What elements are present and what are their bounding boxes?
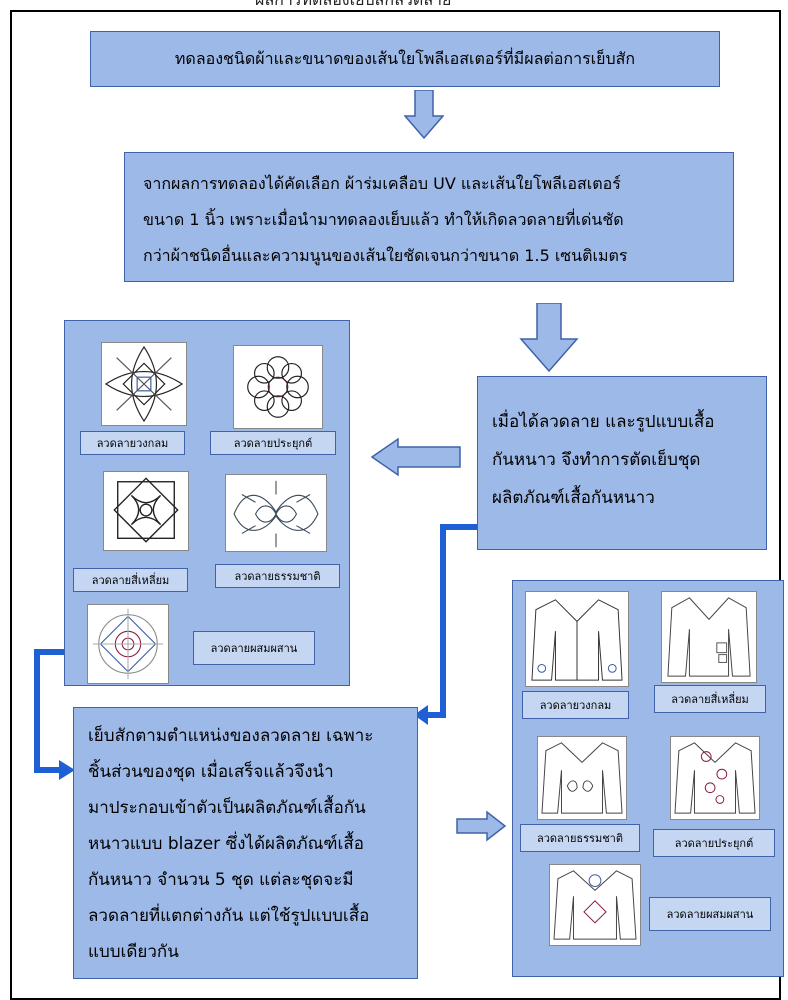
step4-line3: มาประกอบเข้าตัวเป็นผลิตภัณฑ์เสื้อกัน [88,798,366,818]
right-arrow [456,810,507,842]
circle-jacket-image [525,591,629,687]
nature-jacket-image [537,736,627,820]
step2-line1: จากผลการทดลองได้คัดเลือก ผ้าร่มเคลือบ UV… [143,174,621,193]
jacket-label-square: ลวดลายสี่เหลี่ยม [654,685,766,713]
step1-text: ทดลองชนิดผ้าและขนาดของเส้นใยโพลีเอสเตอร์… [174,49,636,68]
step4-line1: เย็บสักตามตำแหน่งของลวดลาย เฉพาะ [88,726,374,746]
step4-line7: แบบเดียวกัน [88,942,179,962]
left-arrow [370,437,461,477]
jacket-label-mixed: ลวดลายผสมผสาน [649,897,771,931]
connector-step3-to-step4 [414,524,477,725]
nature-pattern-image [225,474,327,552]
step4-line2: ชิ้นส่วนของชุด เมื่อเสร็จแล้วจึงนำ [88,762,334,782]
step3-box: เมื่อได้ลวดลาย และรูปแบบเสื้อ กันหนาว จึ… [477,376,767,550]
applied-pattern-image [233,345,323,429]
top-partial-heading: ผลการทดลองเย็บสักลวดลาย [255,0,451,13]
step4-box: เย็บสักตามตำแหน่งของลวดลาย เฉพาะ ชิ้นส่ว… [73,707,418,979]
jacket-label-nature: ลวดลายธรรมชาติ [520,824,640,852]
pattern-label-circle: ลวดลายวงกลม [80,431,185,455]
down-arrow-2 [519,303,579,373]
step3-line3: ผลิตภัณฑ์เสื้อกันหนาว [492,488,655,508]
step2-line3: กว่าผ้าชนิดอื่นและความนูนของเส้นใยชัดเจน… [143,246,628,265]
step3-line1: เมื่อได้ลวดลาย และรูปแบบเสื้อ [492,412,715,432]
pattern-box: ลวดลายวงกลม ลวดลายประยุกต์ ลวดลายสี่เหลี… [64,320,350,686]
applied-jacket-image [670,736,760,820]
step4-line5: กันหนาว จำนวน 5 ชุด แต่ละชุดจะมี [88,870,354,890]
connector-pattern-to-step4 [34,649,75,780]
mixed-pattern-image [87,604,169,684]
square-pattern-image [103,471,189,551]
step2-line2: ขนาด 1 นิ้ว เพราะเมื่อนำมาทดลองเย็บแล้ว … [143,210,624,229]
square-jacket-image [661,591,757,683]
jacket-label-applied: ลวดลายประยุกต์ [653,829,775,857]
step4-line6: ลวดลายที่แตกต่างกัน แต่ใช้รูปแบบเสื้อ [88,906,370,926]
pattern-label-mixed: ลวดลายผสมผสาน [193,631,315,665]
mixed-jacket-image [549,864,641,946]
jacket-label-circle: ลวดลายวงกลม [522,691,629,719]
step2-box: จากผลการทดลองได้คัดเลือก ผ้าร่มเคลือบ UV… [124,152,734,282]
pattern-label-applied: ลวดลายประยุกต์ [210,431,336,455]
circle-pattern-image [101,342,187,426]
step3-line2: กันหนาว จึงทำการตัดเย็บชุด [492,450,701,470]
step1-box: ทดลองชนิดผ้าและขนาดของเส้นใยโพลีเอสเตอร์… [90,31,720,87]
pattern-label-square: ลวดลายสี่เหลี่ยม [73,568,188,592]
jacket-box: ลวดลายวงกลม ลวดลายสี่เหลี่ยม ลวดลายธรรมช… [512,580,784,977]
down-arrow-1 [404,90,444,140]
pattern-label-nature: ลวดลายธรรมชาติ [215,564,340,588]
step4-line4: หนาวแบบ blazer ซึ่งได้ผลิตภัณฑ์เสื้อ [88,834,364,854]
